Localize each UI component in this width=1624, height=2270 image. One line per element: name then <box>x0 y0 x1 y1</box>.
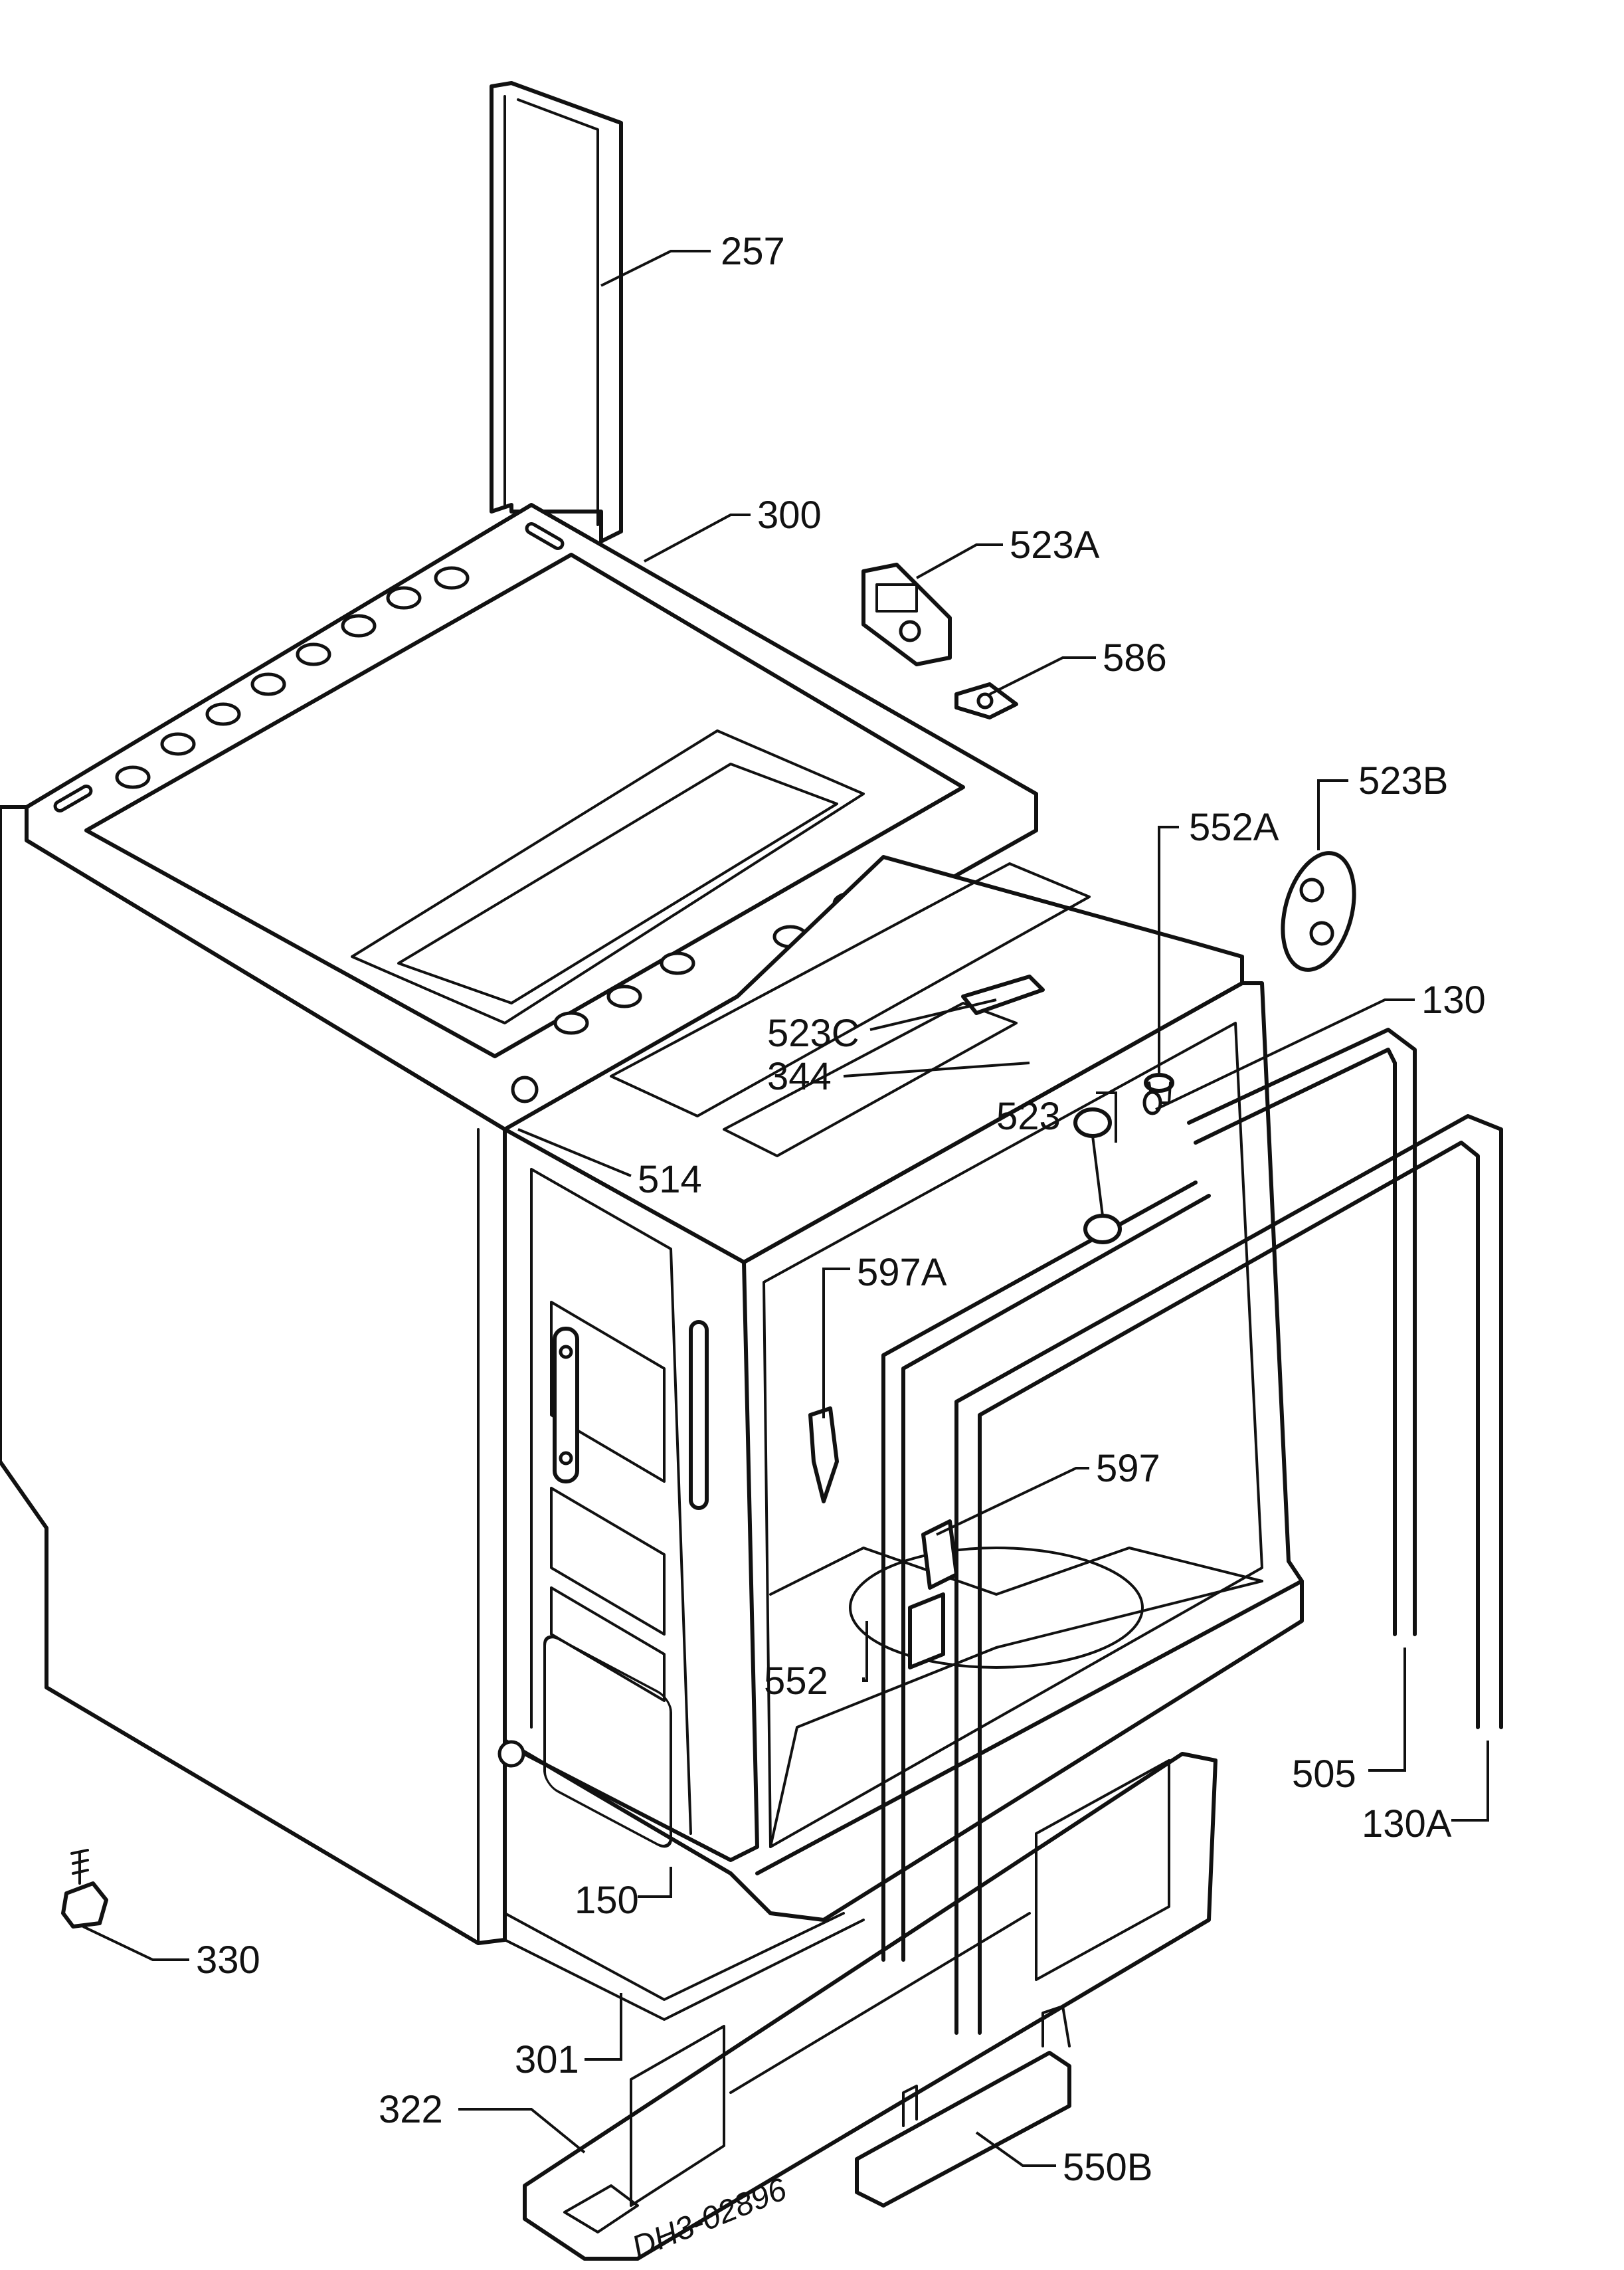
callout-552: 552 <box>764 1659 828 1703</box>
part-523-door-stops <box>1073 1090 1162 1244</box>
callout-523: 523 <box>996 1095 1061 1138</box>
callout-523B: 523B <box>1358 759 1448 803</box>
part-330-leveling-foot <box>61 1849 108 1929</box>
cabinet-left-side-panel <box>0 805 507 1945</box>
part-597-hinge <box>921 1519 958 1590</box>
part-130-seal <box>1187 1028 1417 1636</box>
callout-300: 300 <box>757 494 822 537</box>
callout-597A: 597A <box>857 1251 947 1294</box>
callout-523A: 523A <box>1010 523 1100 567</box>
part-322-bottom-front-frame <box>523 1752 1218 2261</box>
callout-150: 150 <box>575 1879 639 1922</box>
callout-130: 130 <box>1421 979 1486 1022</box>
callout-586: 586 <box>1103 636 1167 680</box>
callout-322: 322 <box>379 2088 443 2131</box>
part-523A-plate <box>861 563 952 666</box>
callout-labels: 257 300 523A 586 523B 552A 130 523C 344 … <box>196 230 1486 2189</box>
callout-514: 514 <box>638 1158 702 1201</box>
part-130A-seal <box>954 1114 1503 2035</box>
callout-523C: 523C <box>767 1012 859 1055</box>
part-597A-hook <box>808 1406 839 1503</box>
callout-130A: 130A <box>1362 1802 1452 1845</box>
part-552-rail <box>908 1592 945 1669</box>
part-150-tub <box>351 729 1304 1922</box>
callout-344: 344 <box>767 1055 832 1098</box>
part-586-clip <box>954 682 1018 719</box>
callout-330: 330 <box>196 1939 260 1982</box>
callout-505: 505 <box>1292 1752 1356 1796</box>
callout-552A: 552A <box>1189 806 1279 849</box>
part-523B-bracket <box>1281 851 1356 972</box>
part-301-base <box>503 1912 865 2021</box>
part-550B-clip <box>855 2005 1071 2208</box>
leader-lines <box>82 250 1489 2167</box>
callout-257: 257 <box>721 230 785 273</box>
part-257-side-strip <box>490 81 623 543</box>
callout-550B: 550B <box>1063 2146 1152 2189</box>
callout-597: 597 <box>1096 1447 1160 1490</box>
callout-301: 301 <box>515 2038 579 2081</box>
